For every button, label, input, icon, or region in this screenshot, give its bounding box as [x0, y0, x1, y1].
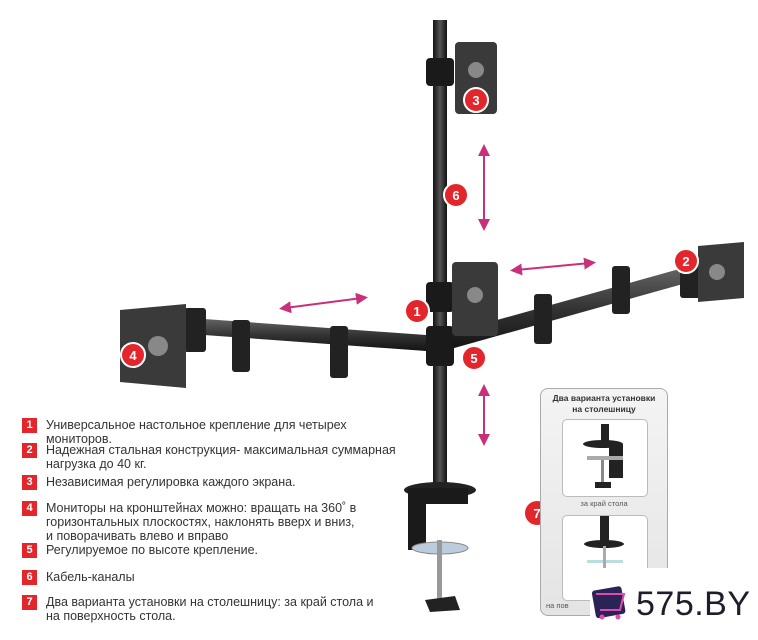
feature-badge: 5 [22, 543, 37, 558]
feature-4: 4 Мониторы на кронштейнах можно: вращать … [22, 501, 416, 543]
feature-1: 1 Универсальное настольное крепление для … [22, 418, 416, 446]
callout-1: 1 [404, 298, 430, 324]
vesa-plate-center [452, 262, 498, 336]
feature-badge: 7 [22, 595, 37, 610]
feature-5: 5 Регулируемое по высоте крепление. [22, 543, 416, 558]
feature-badge: 1 [22, 418, 37, 433]
cart-logo-icon [591, 586, 626, 620]
feature-7: 7 Два варианта установки на столешницу: з… [22, 595, 416, 623]
feature-badge: 2 [22, 443, 37, 458]
callout-5: 5 [461, 345, 487, 371]
feature-6: 6 Кабель-каналы [22, 570, 416, 585]
desk-clamp [404, 482, 476, 612]
svg-text:1: 1 [413, 304, 420, 319]
feature-text: Кабель-каналы [46, 570, 135, 584]
feature-3: 3 Независимая регулировка каждого экрана. [22, 475, 416, 490]
svg-text:6: 6 [452, 188, 459, 203]
callout-4: 4 [120, 342, 146, 368]
feature-2: 2 Надежная стальная конструкция- максимал… [22, 443, 416, 471]
clamp-option-image [562, 419, 648, 497]
feature-text: Мониторы на кронштейнах можно: вращать н… [46, 501, 357, 543]
swing-arrow-right [510, 257, 596, 276]
logo-text: 575.BY [636, 584, 751, 623]
callout-2: 2 [673, 248, 699, 274]
svg-text:5: 5 [470, 351, 477, 366]
feature-text: Два варианта установки на столешницу: за… [46, 595, 374, 623]
feature-text: Независимая регулировка каждого экрана. [46, 475, 296, 489]
svg-text:2: 2 [682, 254, 689, 269]
feature-badge: 6 [22, 570, 37, 585]
option-caption-surface: на пов [546, 601, 569, 610]
feature-badge: 4 [22, 501, 37, 516]
inset-title: Два варианта установки на столешницу [552, 393, 656, 414]
pole [433, 20, 447, 490]
feature-text: Универсальное настольное крепление для ч… [46, 418, 347, 446]
callout-6: 6 [443, 182, 469, 208]
svg-text:4: 4 [129, 348, 137, 363]
option-caption-edge: за край стола [580, 499, 628, 508]
feature-badge: 3 [22, 475, 37, 490]
vesa-plate-2 [698, 242, 744, 302]
feature-text: Надежная стальная конструкция- максималь… [46, 443, 396, 471]
svg-text:3: 3 [472, 93, 479, 108]
store-logo: 575.BY [590, 568, 758, 640]
swing-arrow-left [279, 292, 368, 314]
feature-text: Регулируемое по высоте крепление. [46, 543, 258, 557]
svg-text:7: 7 [533, 506, 540, 521]
callout-3: 3 [463, 87, 489, 113]
left-arm [184, 308, 440, 378]
